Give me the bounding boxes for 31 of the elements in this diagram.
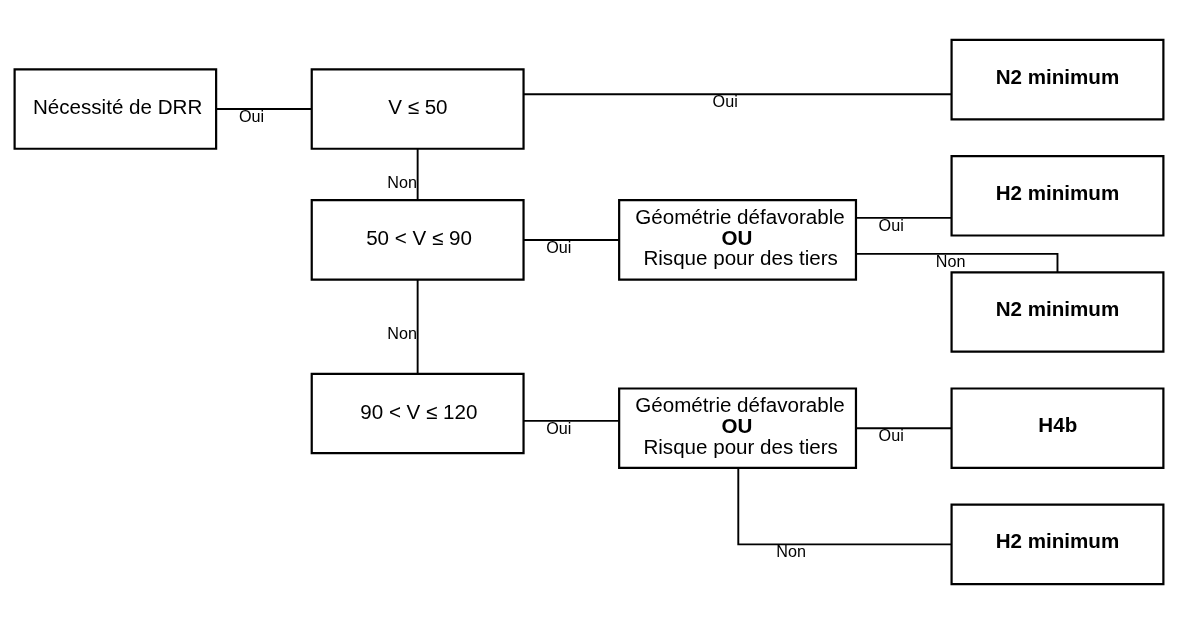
edge-label: Oui xyxy=(712,92,738,111)
connector xyxy=(523,93,953,96)
edge-label: Non xyxy=(935,251,966,270)
edge-label: Oui xyxy=(878,426,904,445)
node-box: Géométrie défavorable OU Risque pour des tiers xyxy=(618,387,858,470)
connector xyxy=(855,252,1059,274)
connector xyxy=(522,238,621,241)
edge-label: Non xyxy=(776,542,807,561)
node-box: N2 minimum xyxy=(950,38,1165,121)
connector xyxy=(416,278,419,375)
connector xyxy=(737,467,953,546)
connector xyxy=(855,216,953,219)
node-box: H4b xyxy=(950,387,1165,470)
node-box: Géométrie défavorable OU Risque pour des tiers xyxy=(618,199,858,281)
connector xyxy=(416,148,419,202)
connector xyxy=(522,419,621,422)
node-box: N2 minimum xyxy=(950,271,1165,353)
connector xyxy=(855,427,953,430)
edge-label: Oui xyxy=(546,418,572,437)
node-box: 90 < V ≤ 120 xyxy=(310,372,525,455)
edge-label: Oui xyxy=(546,237,572,256)
edge-label: Oui xyxy=(238,106,265,125)
node-box: 50 < V ≤ 90 xyxy=(310,199,525,281)
connector xyxy=(215,108,313,110)
node-box: H2 minimum xyxy=(950,503,1165,586)
node-box: V ≤ 50 xyxy=(310,68,525,150)
edge-label: Non xyxy=(387,324,418,343)
node-box: Nécessité de DRR xyxy=(13,68,218,150)
edge-label: Oui xyxy=(878,215,904,234)
node-box: H2 minimum xyxy=(950,154,1165,237)
edge-label: Non xyxy=(387,172,418,191)
